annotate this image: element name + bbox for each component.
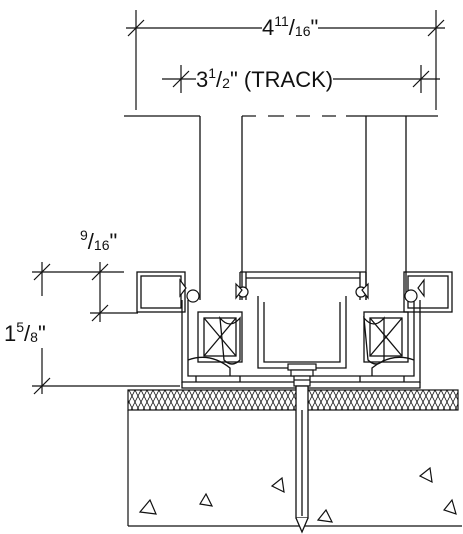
overall-width-label: 411/16" xyxy=(262,13,319,40)
overall-width-numerator: 11 xyxy=(274,13,289,29)
shim-block-right xyxy=(363,311,409,363)
track-height-unit: " xyxy=(37,321,46,346)
track-width-unit: " xyxy=(229,67,238,92)
track-width-label: 31/2" (TRACK) xyxy=(196,65,334,92)
stud-left xyxy=(199,116,243,300)
fastener-head xyxy=(287,363,317,387)
track-height-denominator: 8 xyxy=(30,329,38,345)
track-width-numerator: 1 xyxy=(208,65,217,81)
track-height-label: 15/8" xyxy=(4,319,46,346)
track-height-dimension-line xyxy=(32,348,180,395)
track-width-whole: 3 xyxy=(196,67,209,92)
overall-width-whole: 4 xyxy=(262,15,275,40)
shim-block-left xyxy=(197,311,243,363)
lip-height-denominator: 16 xyxy=(93,237,110,253)
track-height-numerator: 5 xyxy=(16,319,25,335)
sealant-strip xyxy=(127,389,459,411)
overall-width-denominator: 16 xyxy=(294,23,311,39)
track-height-whole: 1 xyxy=(4,321,17,346)
lip-height-unit: " xyxy=(109,229,118,254)
lip-height-dimension-line xyxy=(32,262,138,322)
lip-height-numerator: 9 xyxy=(80,227,88,243)
stud-right xyxy=(365,116,407,300)
track-width-denominator: 2 xyxy=(222,75,230,91)
gasket-clips xyxy=(179,278,425,303)
concrete-slab xyxy=(127,410,462,527)
overall-width-unit: " xyxy=(310,15,319,40)
anchor-fastener xyxy=(295,385,309,534)
track-width-suffix: (TRACK) xyxy=(237,67,334,92)
lip-height-label: 9/16" xyxy=(80,227,118,254)
